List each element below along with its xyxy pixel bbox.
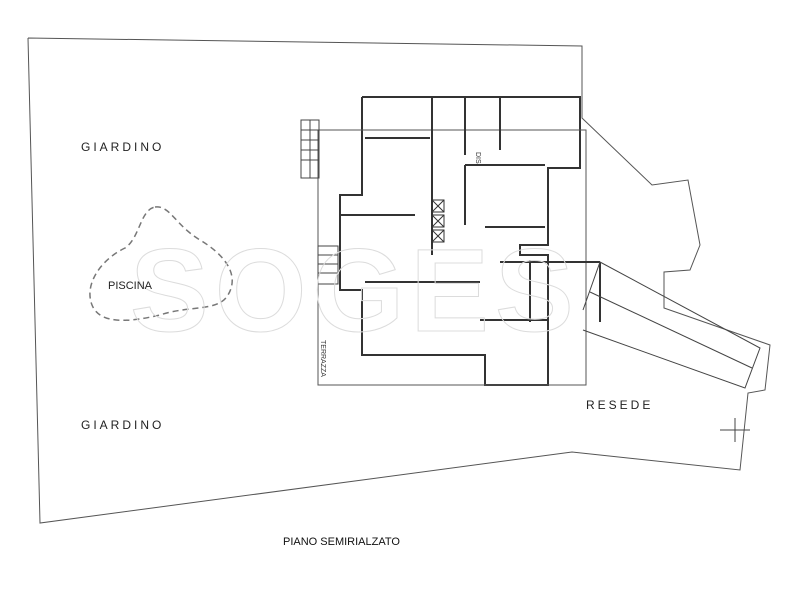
label-pool: PISCINA xyxy=(108,280,153,292)
label-garden-bottom: GIARDINO xyxy=(81,418,165,432)
pool-outline xyxy=(89,206,233,322)
watermark-logo: SOGES xyxy=(130,225,580,357)
house xyxy=(317,96,601,386)
label-hallway: DIS. xyxy=(474,152,481,166)
plan-title: PIANO SEMIRIALZATO xyxy=(283,536,400,548)
flues xyxy=(431,199,445,243)
lot-boundary xyxy=(27,37,771,524)
label-garden-top: GIARDINO xyxy=(81,140,165,154)
label-terrace: TERRAZZA xyxy=(319,340,326,377)
label-yard: RESEDE xyxy=(586,398,654,412)
stairs xyxy=(300,119,761,389)
light-markers xyxy=(720,418,750,442)
